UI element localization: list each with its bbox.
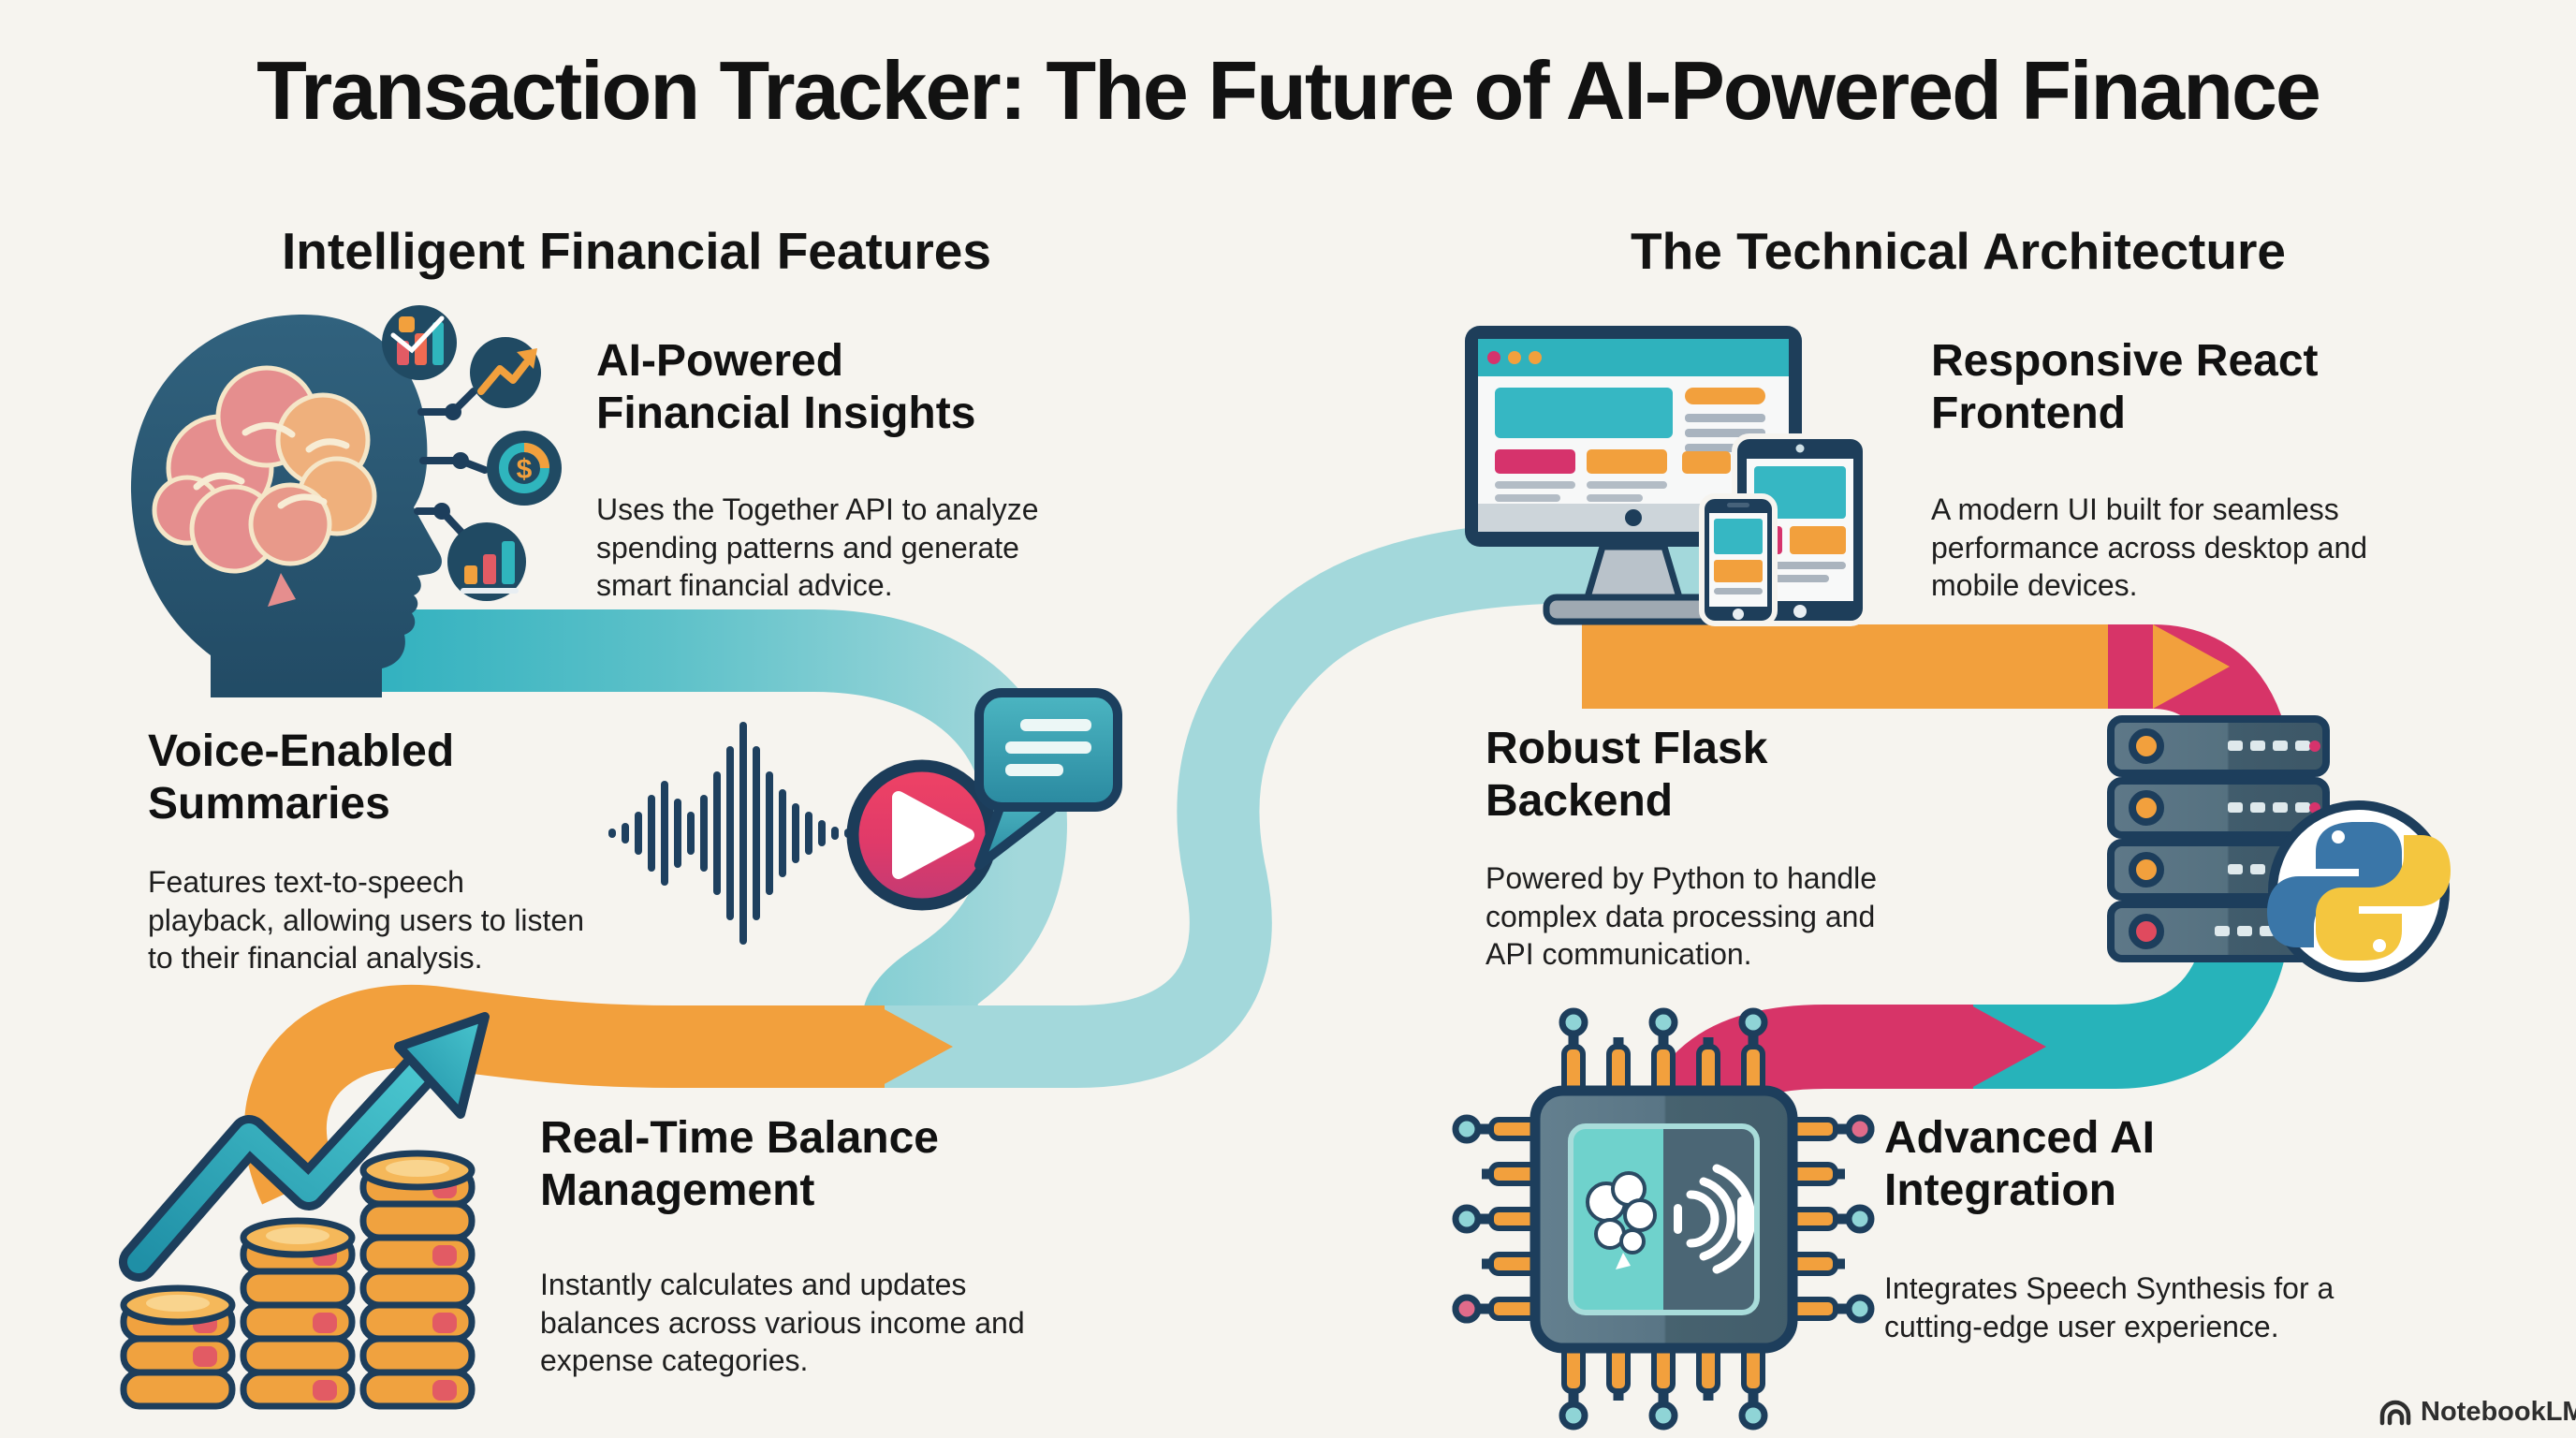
bar-chart-badge-icon — [447, 522, 526, 601]
monitor-icon — [1465, 326, 1802, 625]
feature-title-ai-integration: Advanced AI Integration — [1884, 1113, 2155, 1215]
python-logo-icon — [2267, 800, 2451, 982]
right-column-header: The Technical Architecture — [1631, 222, 2286, 280]
growth-arrow-icon — [119, 1012, 490, 1282]
trend-up-badge-icon — [470, 337, 541, 408]
feature-desc-voice-summaries: Features text-to-speech playback, allowi… — [148, 865, 585, 976]
chart-check-badge-icon — [382, 305, 457, 380]
infographic-title: Transaction Tracker: The Future of AI-Po… — [256, 44, 2321, 137]
feature-title-react-frontend: Responsive React Frontend — [1931, 336, 2319, 438]
feature-desc-balance-management: Instantly calculates and updates balance… — [540, 1268, 1025, 1378]
dollar-donut-badge-icon: $ — [487, 431, 562, 506]
feature-desc-flask-backend: Powered by Python to handle complex data… — [1486, 861, 1878, 972]
feature-title-balance-management: Real-Time Balance Management — [540, 1113, 939, 1215]
coin-stack-medium — [240, 1217, 356, 1410]
chat-bubble-icon — [974, 688, 1122, 870]
ai-brain-head-icon: $ — [130, 305, 562, 697]
ribbon-chevron-orange-teal — [881, 1007, 953, 1086]
feature-title-ai-insights: AI-Powered Financial Insights — [596, 336, 976, 438]
ai-chip-icon — [1456, 1011, 1871, 1427]
feature-desc-ai-insights: Uses the Together API to analyze spendin… — [596, 492, 1039, 603]
coin-stack-tall — [359, 1150, 476, 1410]
chip-pins — [1456, 1011, 1871, 1427]
notebooklm-logo-icon — [2379, 1400, 2411, 1426]
left-column-header: Intelligent Financial Features — [282, 222, 991, 280]
ribbon-chevron-teal-pink — [1971, 1005, 2046, 1088]
circuit-traces-icon — [414, 388, 489, 541]
svg-text:$: $ — [517, 454, 533, 485]
coin-stacks-icon — [120, 1150, 476, 1410]
feature-desc-ai-integration: Integrates Speech Synthesis for a cuttin… — [1884, 1271, 2334, 1343]
feature-title-voice-summaries: Voice-Enabled Summaries — [148, 726, 455, 829]
voice-waveform-icon — [608, 722, 852, 945]
feature-title-flask-backend: Robust Flask Backend — [1486, 724, 1768, 826]
ribbon-chevron-orange-pink — [2153, 624, 2230, 709]
feature-desc-react-frontend: A modern UI built for seamless performan… — [1931, 492, 2368, 603]
chip-brain-glyph — [1586, 1171, 1657, 1269]
brain-icon — [152, 365, 377, 607]
notebooklm-watermark: NotebookLM — [2421, 1397, 2576, 1427]
devices-icon — [1465, 326, 1868, 626]
analytics-badge-icons: $ — [382, 305, 562, 601]
play-button-icon — [846, 759, 998, 911]
chip-soundwave-glyph — [1674, 1164, 1756, 1274]
coin-stack-small — [120, 1284, 236, 1410]
phone-icon — [1699, 493, 1778, 626]
